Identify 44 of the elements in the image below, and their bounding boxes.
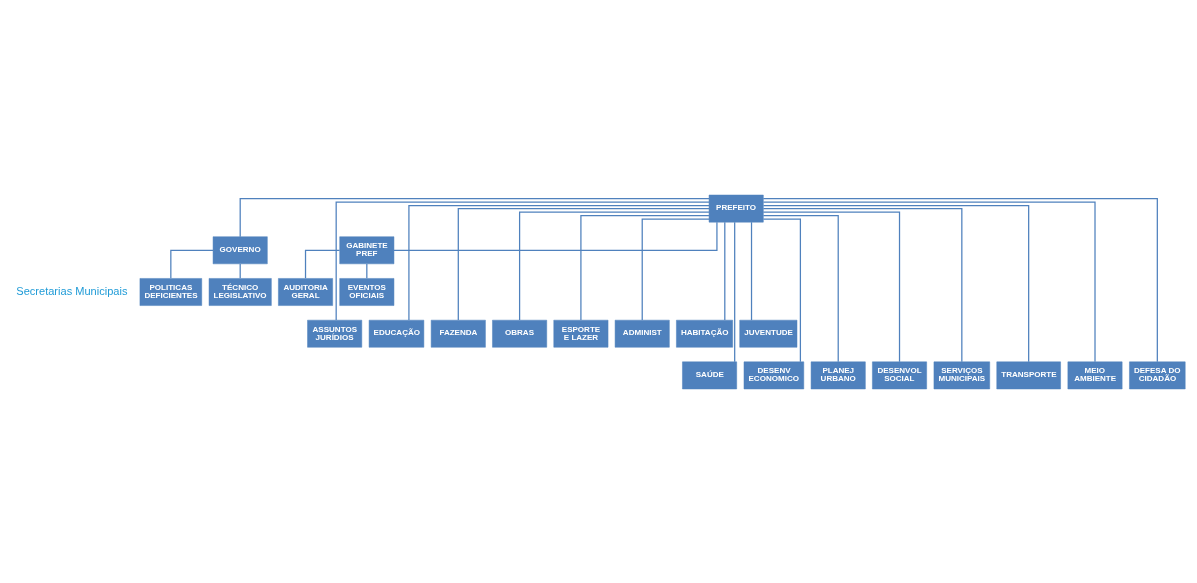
node-box: TRANSPORTE <box>996 361 1061 389</box>
node-box: GOVERNO <box>212 235 268 264</box>
node-box: EVENTOS OFICIAIS <box>339 277 395 306</box>
connector <box>170 249 214 279</box>
node-box: AUDITORIA GERAL <box>278 277 333 306</box>
node-box: DESENV ECONOMICO <box>743 361 805 389</box>
connector <box>393 221 718 251</box>
node-box: JUVENTUDE <box>739 319 798 348</box>
node-box: FAZENDA <box>430 319 486 348</box>
node-box: EDUCAÇÃO <box>368 319 425 348</box>
node-box: ASSUNTOS JURÍDIOS <box>307 319 363 348</box>
connector <box>762 210 901 362</box>
connector <box>762 207 963 362</box>
connector <box>457 207 710 321</box>
connector <box>762 218 801 362</box>
label: Secretarias Municipais <box>16 284 128 297</box>
connector <box>724 221 726 321</box>
node-box: HABITAÇÃO <box>676 319 733 348</box>
node-box: PLANEJ URBANO <box>810 361 866 389</box>
node-box: SAÚDE <box>682 361 737 389</box>
connector <box>335 200 710 321</box>
connector <box>750 221 753 321</box>
connector <box>734 221 736 362</box>
node-box: DESENVOL SOCIAL <box>872 361 927 389</box>
connector <box>762 214 839 362</box>
connector <box>518 210 710 321</box>
connector <box>762 200 1096 362</box>
node-box: ADMINIST <box>614 319 670 348</box>
node-box: PREFEITO <box>708 194 764 222</box>
connector <box>304 249 341 279</box>
node-box: MEIO AMBIENTE <box>1067 361 1123 389</box>
node-box: OBRAS <box>492 319 547 348</box>
node-box: DEFESA DO CIDADÃO <box>1129 361 1186 389</box>
connector <box>408 204 710 321</box>
node-box: ESPORTE E LAZER <box>553 319 609 348</box>
node-box: TÉCNICO LEGISLATIVO <box>208 277 272 306</box>
node-box: SERVIÇOS MUNICIPAIS <box>933 361 990 389</box>
connector <box>239 197 710 237</box>
connector <box>762 197 1158 362</box>
connector <box>641 218 710 321</box>
node-box: GABINETE PREF <box>339 235 395 264</box>
node-box: POLITICAS DEFICIENTES <box>139 277 202 306</box>
connector <box>580 214 710 321</box>
connector <box>762 204 1030 362</box>
